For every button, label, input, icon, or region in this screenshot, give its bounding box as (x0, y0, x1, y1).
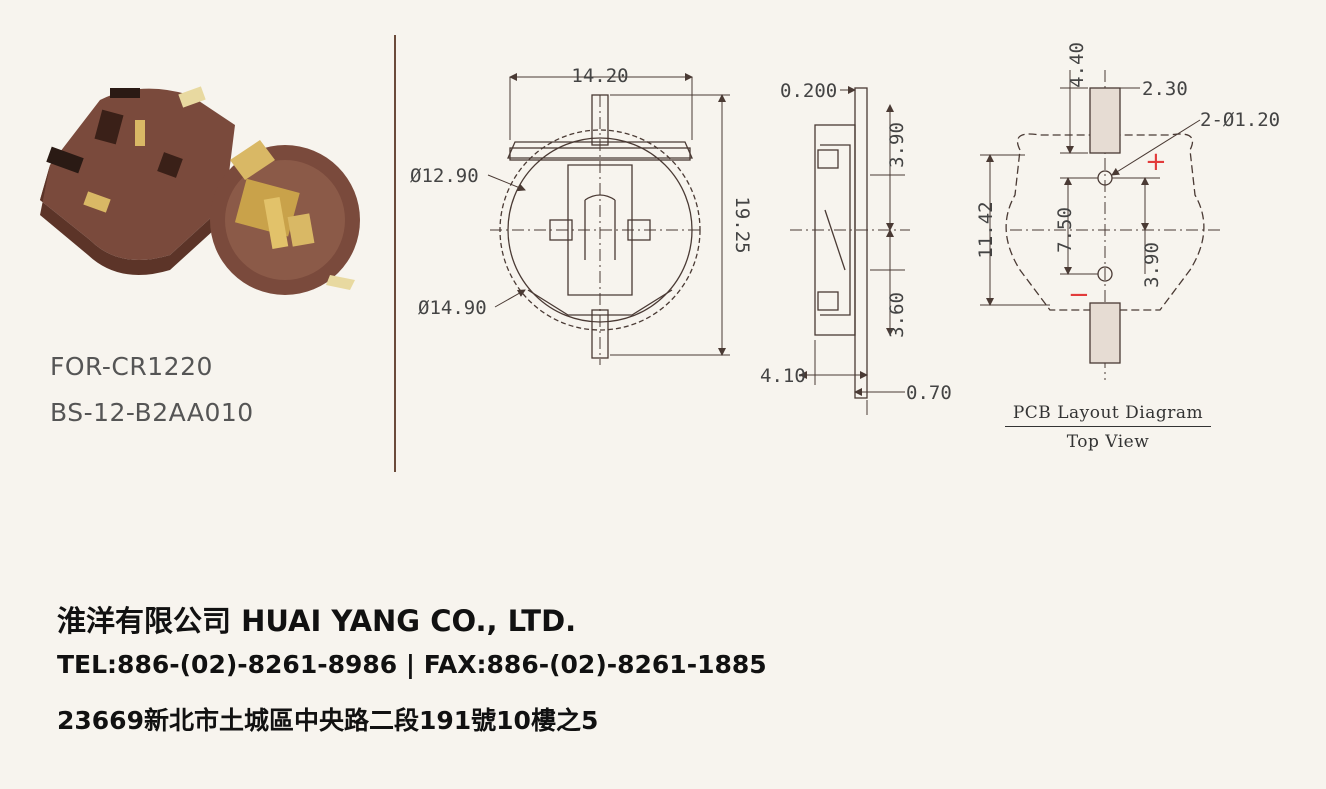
pcb-subtitle: Top View (1066, 432, 1150, 452)
company-name: 淮洋有限公司 HUAI YANG CO., LTD. (57, 604, 577, 638)
model-line-1: FOR-CR1220 (50, 352, 213, 381)
dim-height: 19.25 (731, 196, 753, 253)
dim-hole-offset: 3.90 (1141, 242, 1163, 288)
pcb-title: PCB Layout Diagram (1005, 403, 1211, 427)
dim-outer-diameter: Ø14.90 (418, 297, 487, 319)
side-view: 0.200 3.90 3.60 4.10 0.70 (760, 80, 952, 415)
dim-hole-pitch: 7.50 (1054, 207, 1076, 253)
holder-body-left (40, 86, 235, 275)
dim-hole-spec: 2-Ø1.20 (1200, 109, 1280, 131)
company-address: 23669新北市土城區中央路二段191號10樓之5 (57, 706, 599, 735)
dim-depth: 4.10 (760, 365, 806, 387)
dim-lower-offset: 3.60 (886, 292, 908, 338)
model-line-2: BS-12-B2AA010 (50, 398, 254, 427)
minus-mark: − (1068, 280, 1090, 310)
dim-upper-offset: 3.90 (886, 122, 908, 168)
holder-body-right (210, 140, 360, 295)
dim-width: 14.20 (571, 65, 628, 87)
divider (394, 35, 396, 472)
pcb-layout: 4.40 2.30 2-Ø1.20 11.42 7.50 3.90 + − (975, 42, 1280, 380)
dim-overall-height: 11.42 (975, 201, 997, 258)
dim-inner-diameter: Ø12.90 (410, 165, 479, 187)
company-contact: TEL:886-(02)-8261-8986 | FAX:886-(02)-82… (57, 650, 767, 679)
top-view: 14.20 19.25 Ø12.90 Ø14.90 (410, 65, 753, 365)
dim-pad-height: 4.40 (1066, 42, 1088, 88)
dim-pin-thickness: 0.70 (906, 382, 952, 404)
product-photo (40, 86, 360, 295)
dim-top-thickness: 0.200 (780, 80, 837, 102)
technical-drawing: 14.20 19.25 Ø12.90 Ø14.90 0.200 3.90 3.6… (410, 42, 1280, 415)
dim-pad-width: 2.30 (1142, 78, 1188, 100)
plus-mark: + (1145, 147, 1167, 177)
